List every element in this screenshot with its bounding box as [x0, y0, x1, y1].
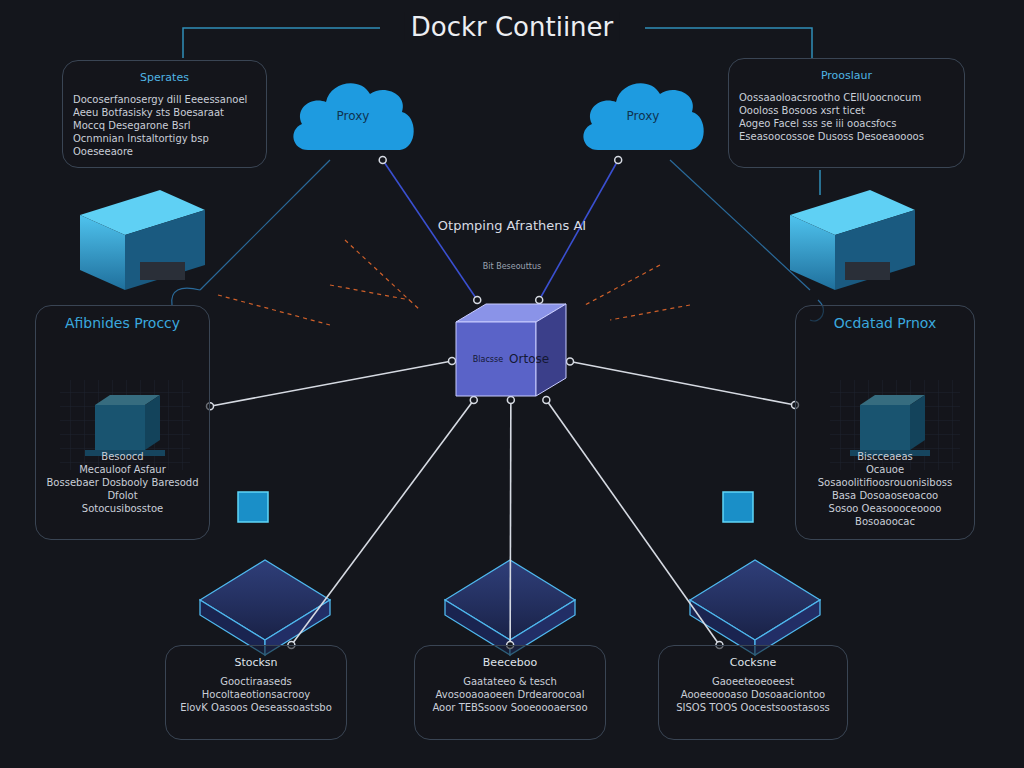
orchestrator-cube: Blacsse Ortose [452, 300, 570, 400]
node-text: Biscceaeas [806, 450, 964, 463]
connector-dot [379, 157, 386, 164]
cube-shape [452, 300, 570, 400]
node-text: Gaatateeo & tesch [425, 675, 595, 688]
node-heading: Proxy [337, 109, 370, 123]
info-panel: ProoslaurOossaaoloacsrootho CEllUoocnocu… [728, 58, 965, 168]
connector-dot [536, 297, 543, 304]
server-left [80, 190, 205, 290]
node-heading: Sperates [73, 69, 256, 87]
proxy-panel: Afibnides ProccyBesoocdMecauloof AsfaurB… [35, 305, 210, 540]
node-text: Oooloss Bosoos xsrt ticet [739, 104, 954, 117]
connector-dot [567, 358, 574, 365]
node-text: Sotocusibosstoe [46, 502, 199, 515]
container-panel: BeecebooGaatateeo & teschAvosooaoaoeen D… [414, 645, 606, 740]
node-text: Ocauoe Sosaoolitifioosrouonisiboss [806, 463, 964, 489]
spacer [806, 338, 964, 450]
connector [546, 400, 719, 645]
proxy-cloud: Proxy [576, 72, 710, 160]
node-heading: Prooslaur [739, 67, 954, 85]
node-text: Besoocd [46, 450, 199, 463]
node-text: Basa Dosoaoseoacoo [806, 489, 964, 502]
orange-dashes [218, 240, 690, 325]
annotation-label: Bit Beseouttus [483, 262, 541, 271]
node-text: Eseasoocossoe Dusoss Desoeaoooos [739, 130, 954, 143]
node-text: Aooeeoooaso Dosoaaciontoo [669, 688, 837, 701]
connector-dot [543, 397, 550, 404]
connector-dot [615, 157, 622, 164]
node-heading: Beeceboo [425, 654, 595, 672]
spacer [46, 338, 199, 450]
node-text: Ortose [509, 352, 549, 366]
node-heading: Stocksn [176, 654, 336, 672]
container-panel: CocksneGaoeeteoeoeestAooeeoooaso Dosoaac… [658, 645, 848, 740]
connector [509, 400, 511, 645]
connector [210, 361, 452, 406]
node-text: SISOS TOOS Oocestsoostasoss [669, 701, 837, 714]
node-text: Aoor TEBSsoov Sooeoooaersoo [425, 701, 595, 714]
connector-dot [470, 397, 477, 404]
connector [291, 400, 473, 645]
title-bracket [183, 28, 820, 195]
node-text: Ocnmnian Instaltortigy bsp Ooeseeaore [73, 132, 256, 158]
node-heading: Proxy [627, 109, 660, 123]
node-text: Gaoeeteoeoeest [669, 675, 837, 688]
node-text: ElovK Oasoos Oeseassoastsbo [176, 701, 336, 714]
container-panel: StocksnGooctiraasedsHocoltaeotionsacrooy… [165, 645, 347, 740]
connector-dot [507, 397, 514, 404]
node-heading: Afibnides Proccy [46, 314, 199, 332]
node-text: Hocoltaeotionsacrooy [176, 688, 336, 701]
node-text: Sosoo Oeasoooceoooo Bosoaoocac [806, 502, 964, 528]
info-panel: SperatesDocoserfanosergy dill Eeeessanoe… [62, 60, 267, 168]
connector-dot [474, 297, 481, 304]
connector [570, 361, 795, 405]
node-text: Moccq Desegarone Bsrl [73, 119, 256, 132]
server-right [790, 190, 915, 290]
node-text: Bossebaer Dosbooly Baresodd Dfolot [46, 476, 199, 502]
node-heading: Ocdatad Prnox [806, 314, 964, 332]
connector-dot [449, 358, 456, 365]
node-text: Oossaaoloacsrootho CEllUoocnocum [739, 91, 954, 104]
proxy-panel: Ocdatad PrnoxBiscceaeasOcauoe Sosaooliti… [795, 305, 975, 540]
proxy-cloud: Proxy [286, 72, 420, 160]
node-text: Avosooaoaoeen Drdearoocoal [425, 688, 595, 701]
node-text: Gooctiraaseds [176, 675, 336, 688]
node-heading: Blacsse [473, 355, 503, 364]
annotation-label: Otpmping Afrathens AI [438, 218, 586, 233]
node-text: Aogeo Facel sss se iii ooacsfocs [739, 117, 954, 130]
small-cubes [238, 492, 753, 522]
node-text: Aeeu Botfasisky sts Boesaraat [73, 106, 256, 119]
node-heading: Cocksne [669, 654, 837, 672]
node-text: Docoserfanosergy dill Eeeessanoel [73, 93, 256, 106]
wires [172, 160, 824, 321]
diagram-title: Dockr Contiiner [405, 12, 620, 42]
node-text: Mecauloof Asfaur [46, 463, 199, 476]
